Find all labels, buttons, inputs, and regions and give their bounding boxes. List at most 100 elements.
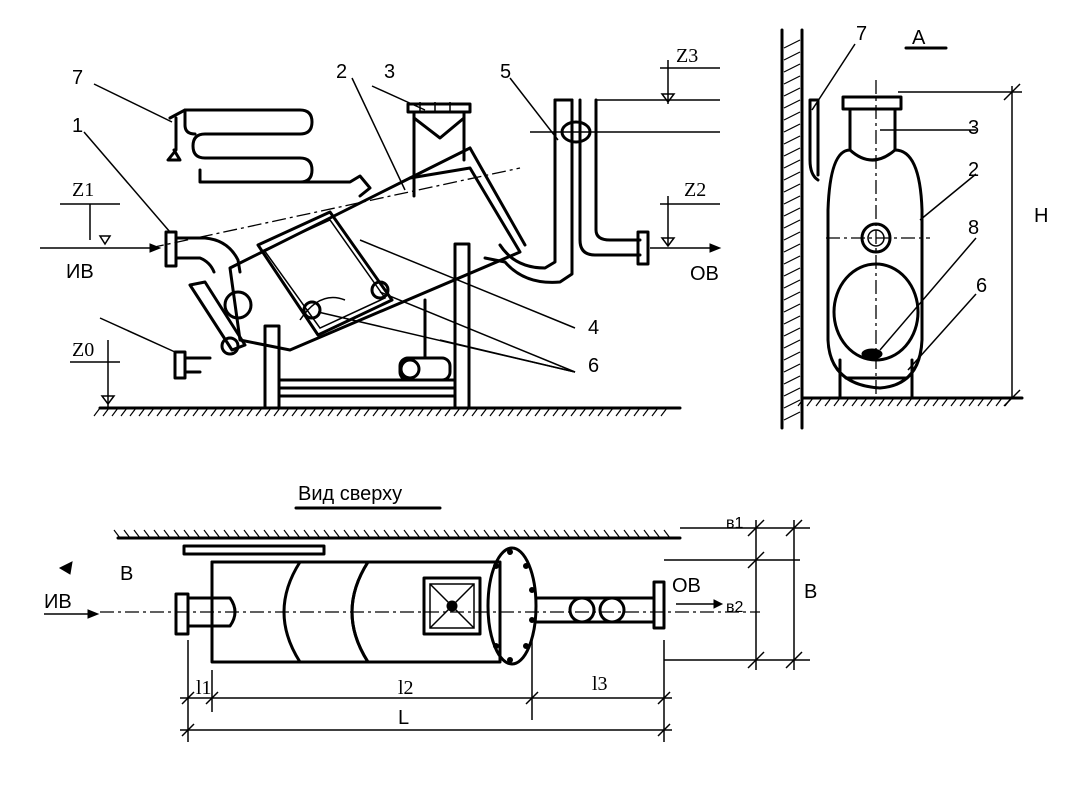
hatch-mark [523, 529, 531, 539]
wall-hatch-mark [783, 51, 801, 61]
hatch-mark [203, 529, 211, 539]
hatch-mark [309, 407, 317, 417]
label-top-b-big: В [804, 581, 817, 603]
hatch-mark [408, 407, 416, 417]
hatch-mark [480, 407, 488, 417]
hatch-mark [213, 529, 221, 539]
hatch-mark [133, 529, 141, 539]
hatch-mark [473, 529, 481, 539]
hatch-mark [120, 407, 128, 417]
hatch-mark [507, 407, 515, 417]
hatch-mark [533, 529, 541, 539]
hatch-mark [642, 407, 650, 417]
hatch-mark [373, 529, 381, 539]
label-top-l3: l3 [592, 673, 608, 695]
hatch-mark [977, 397, 985, 407]
ground-line [93, 406, 682, 417]
hatch-mark [498, 407, 506, 417]
label-item-2: 2 [336, 61, 347, 83]
hatch-mark [493, 529, 501, 539]
hatch-mark [183, 407, 191, 417]
coil-heater [166, 108, 372, 198]
hatch-mark [453, 529, 461, 539]
wall-hatch-mark [783, 39, 801, 49]
wall-hatch-mark [783, 219, 801, 229]
hatch-mark [525, 407, 533, 417]
hatch-mark [986, 397, 994, 407]
wall-hatch-mark [783, 279, 801, 289]
section-a-view: А 7 3 2 8 6 H [780, 23, 1048, 430]
wall-hatch-mark [783, 375, 801, 385]
hatch-mark [833, 397, 841, 407]
hatch-mark [623, 529, 631, 539]
hatch-mark [443, 529, 451, 539]
wall-hatch-mark [783, 339, 801, 349]
hatch-mark [869, 397, 877, 407]
label-inlet-side: ИВ [66, 261, 94, 283]
hatch-mark [423, 529, 431, 539]
hatch-mark [345, 407, 353, 417]
hatch-mark [563, 529, 571, 539]
label-item-7: 7 [72, 67, 83, 89]
top-width-dimensions [664, 519, 810, 670]
label-level-z3: Z3 [676, 45, 698, 67]
wall-hatch-mark [783, 99, 801, 109]
drive-motor [299, 280, 452, 382]
hatch-mark [246, 407, 254, 417]
hatch-mark [123, 529, 131, 539]
hatch-mark [303, 529, 311, 539]
hatch-mark [561, 407, 569, 417]
hatch-mark [255, 407, 263, 417]
top-body [210, 546, 538, 666]
hatch-mark [534, 407, 542, 417]
hatch-mark [111, 407, 119, 417]
hatch-mark [878, 397, 886, 407]
hatch-mark [552, 407, 560, 417]
hatch-mark [968, 397, 976, 407]
flow-arrows [40, 243, 722, 253]
hatch-mark [653, 529, 661, 539]
hatch-mark [174, 407, 182, 417]
hatch-mark [941, 397, 949, 407]
label-top-l-total: L [398, 707, 409, 729]
hatch-mark [253, 529, 261, 539]
label-section-item-8: 8 [968, 217, 979, 239]
hatch-mark [243, 529, 251, 539]
hatch-mark [113, 529, 121, 539]
hatch-mark [932, 397, 940, 407]
label-dimension-h: H [1034, 205, 1048, 227]
leader-lines [83, 77, 576, 373]
label-section-item-6: 6 [976, 275, 987, 297]
outlet-pipeline [483, 98, 720, 284]
hatch-mark [573, 529, 581, 539]
label-item-6: 6 [588, 355, 599, 377]
hatch-mark [147, 407, 155, 417]
label-item-1: 1 [72, 115, 83, 137]
hatch-mark [553, 529, 561, 539]
hatch-mark [660, 407, 668, 417]
hatch-mark [633, 529, 641, 539]
hatch-mark [851, 397, 859, 407]
level-markers [60, 60, 720, 408]
hatch-mark [393, 529, 401, 539]
hatch-mark [282, 407, 290, 417]
top-inlet-pipe [174, 592, 237, 636]
hatch-mark [597, 407, 605, 417]
hatch-mark [513, 529, 521, 539]
hatch-mark [403, 529, 411, 539]
hatch-mark [192, 407, 200, 417]
wall-hatch-mark [783, 183, 801, 193]
hatch-mark [336, 407, 344, 417]
hatch-mark [959, 397, 967, 407]
wall-hatch-mark [783, 111, 801, 121]
hatch-mark [228, 407, 236, 417]
label-top-l1: l1 [196, 677, 212, 699]
label-top-b-small: В [120, 563, 133, 585]
hatch-mark [643, 529, 651, 539]
hatch-mark [333, 529, 341, 539]
hatch-mark [842, 397, 850, 407]
hatch-mark [291, 407, 299, 417]
wall-hatch-mark [783, 315, 801, 325]
label-item-3: 3 [384, 61, 395, 83]
